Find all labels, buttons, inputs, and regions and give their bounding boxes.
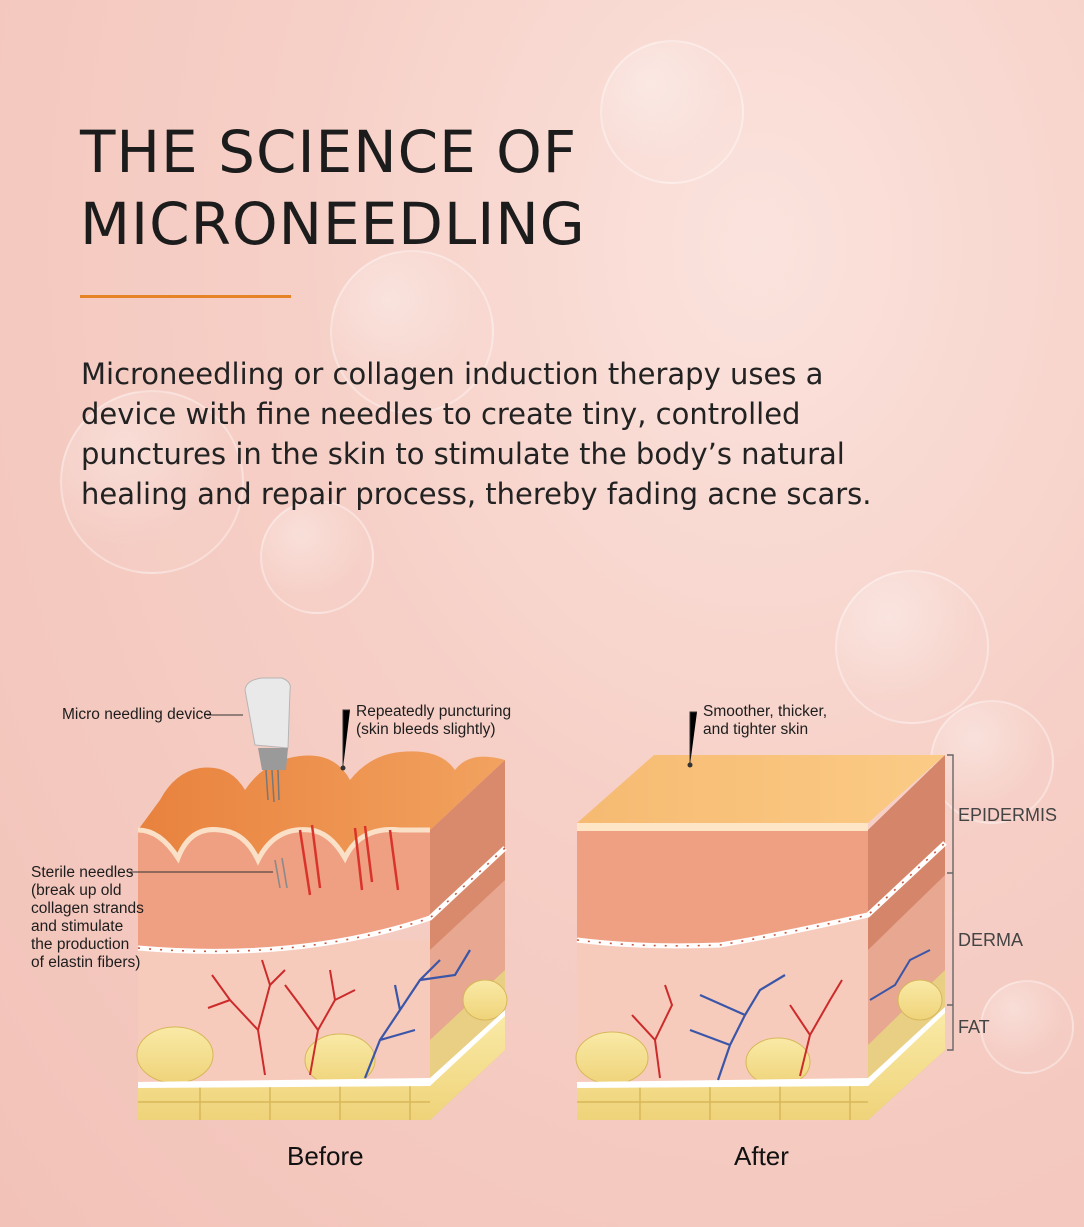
before-caption: Before: [287, 1141, 364, 1171]
page-title: THE SCIENCE OF MICRONEEDLING: [80, 116, 780, 260]
background-bubble: [835, 570, 989, 724]
layer-label-fat: FAT: [958, 1017, 990, 1037]
result-label: Smoother, thicker, and tighter skin: [703, 703, 828, 738]
intro-paragraph: Microneedling or collagen induction ther…: [81, 357, 872, 511]
device-label: Micro needling device: [62, 706, 212, 723]
before-skin-block: [136, 751, 508, 1120]
background-bubble: [930, 700, 1054, 824]
after-skin-block: [575, 755, 947, 1120]
background-bubble: [260, 500, 374, 614]
layer-label-derma: DERMA: [958, 930, 1024, 950]
title-line-1: THE SCIENCE OF: [80, 118, 578, 186]
background-bubble: [600, 40, 744, 184]
needles-label: Sterile needles (break up old collagen s…: [31, 864, 144, 971]
microneedling-device-icon: [244, 677, 291, 889]
background-bubble: [330, 250, 494, 414]
background-bubble: [980, 980, 1074, 1074]
layer-label-epidermis: EPIDERMIS: [958, 805, 1058, 825]
puncture-label: Repeatedly puncturing (skin bleeds sligh…: [356, 703, 512, 738]
accent-divider: [80, 295, 291, 298]
title-line-2: MICRONEEDLING: [80, 190, 586, 258]
after-caption: After: [734, 1141, 789, 1171]
background-bubble: [60, 390, 244, 574]
